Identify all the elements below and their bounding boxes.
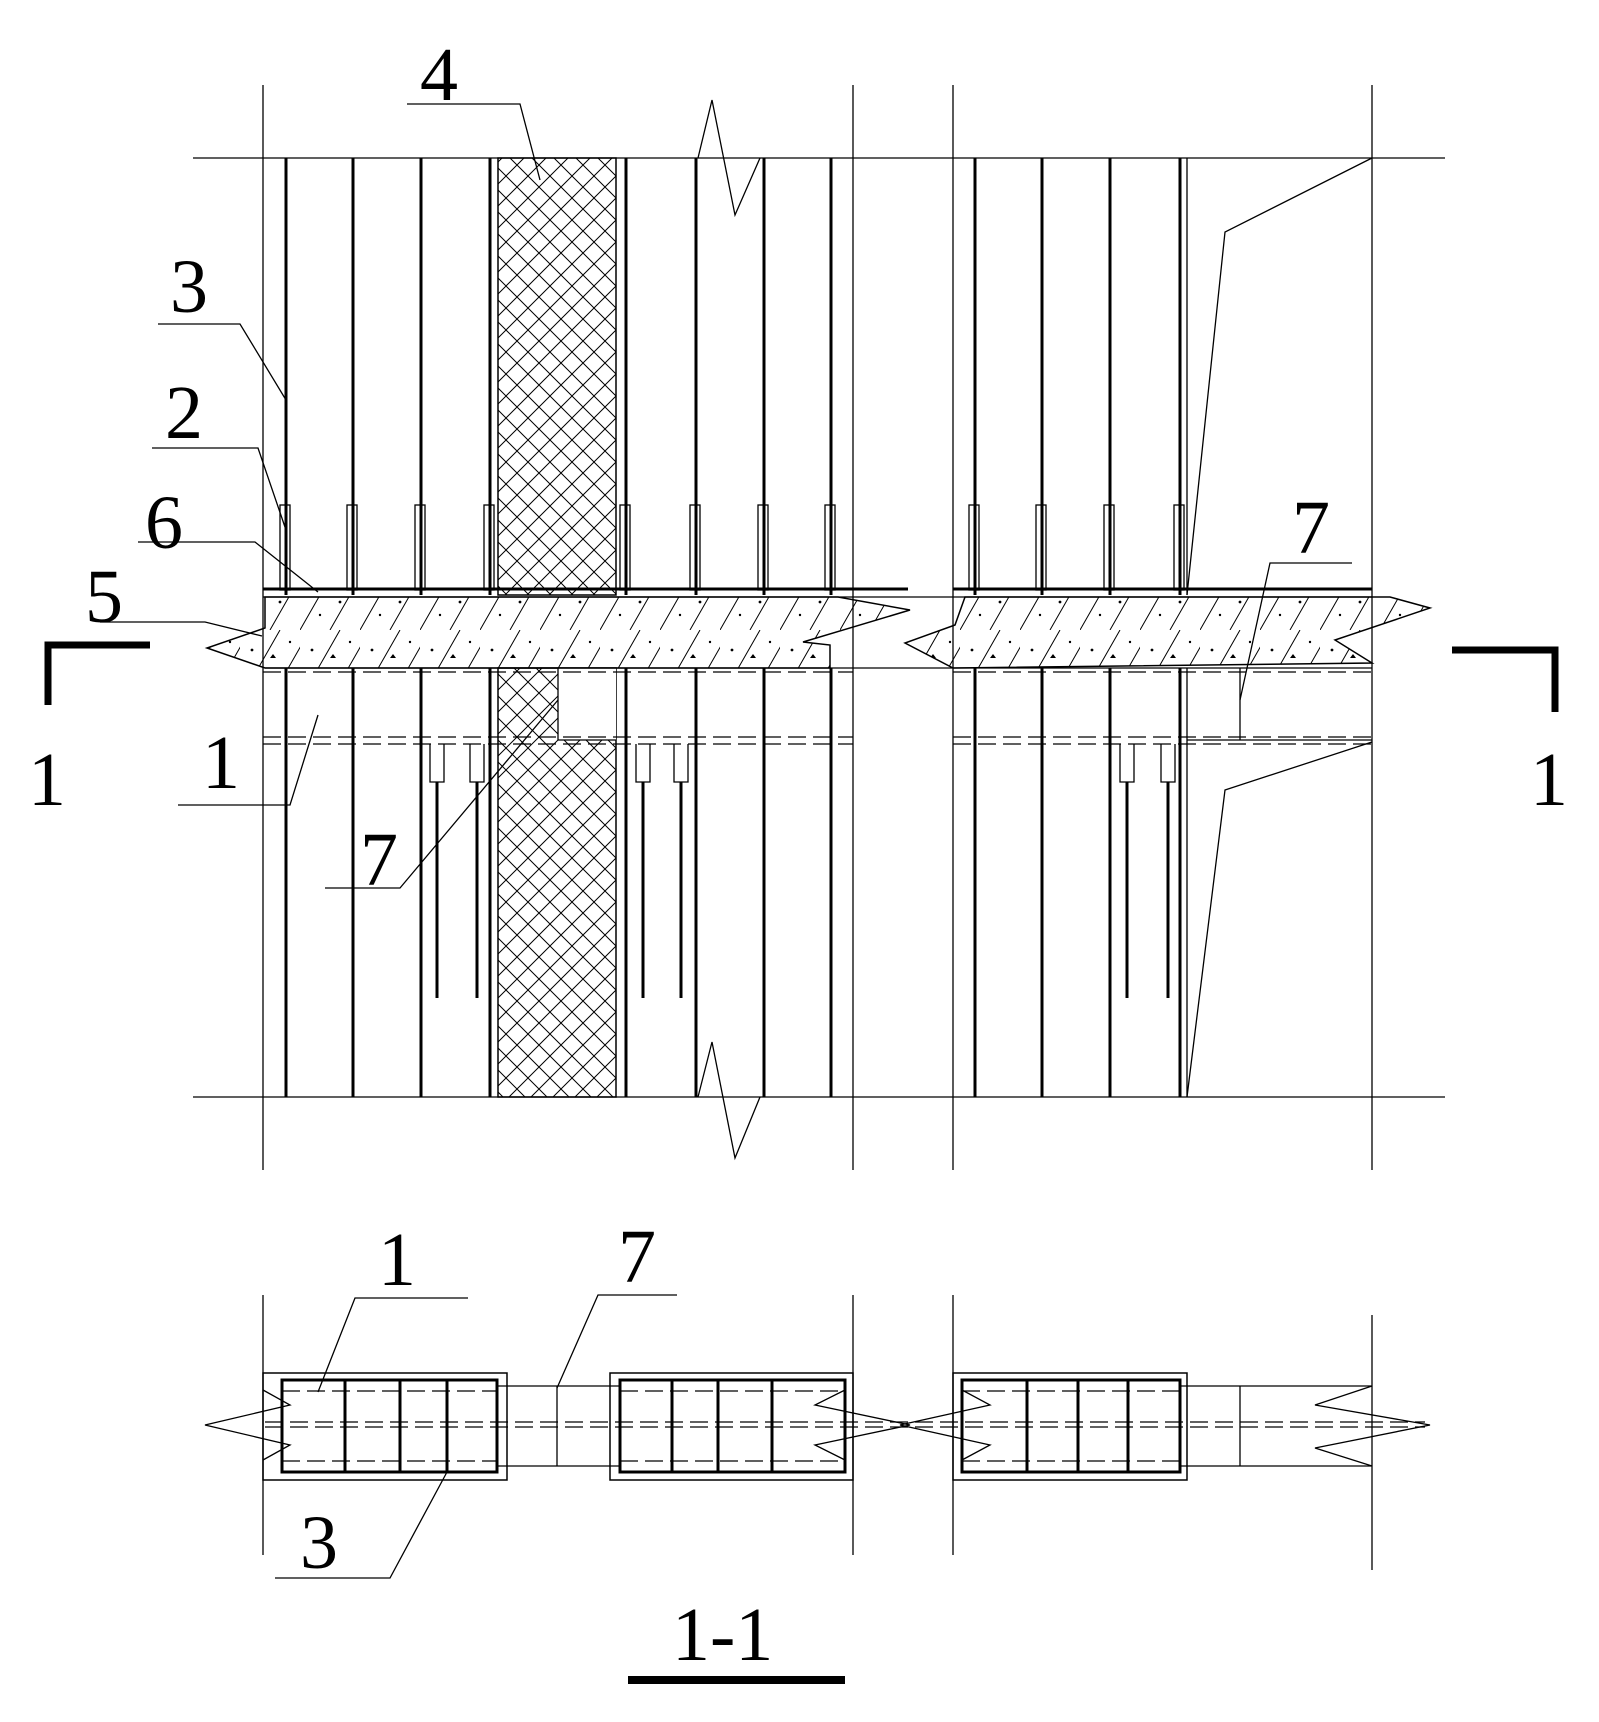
beam-dashed-lines [263, 671, 1372, 745]
elevation-labels: 4 3 2 6 5 1 7 7 [85, 33, 1330, 902]
section-marker-right: 1 [1452, 646, 1568, 822]
upper-studs [284, 158, 1188, 595]
concrete-slab [204, 596, 1433, 669]
section-break-lines [204, 1385, 1431, 1467]
section-label-7: 7 [618, 1215, 656, 1299]
anchor-brackets [279, 504, 1185, 591]
label-7: 7 [360, 818, 398, 902]
section-slab [265, 1385, 1425, 1467]
section-leader-lines [275, 1294, 677, 1579]
insulation-column [497, 157, 617, 1098]
elevation-view [193, 85, 1445, 1170]
leader-lines [100, 103, 1352, 889]
connectors [557, 668, 1241, 741]
section-label-3: 3 [300, 1501, 338, 1585]
section-marker-left-label: 1 [28, 738, 66, 822]
lower-studs [284, 668, 1188, 1097]
section-marker-left: 1 [28, 641, 150, 822]
label-7-right: 7 [1292, 486, 1330, 570]
section-label-1: 1 [378, 1218, 416, 1302]
section-title: 1-1 [672, 1593, 773, 1677]
lower-anchor-bars [429, 744, 1176, 998]
label-3: 3 [170, 245, 208, 329]
section-labels: 1 7 3 [300, 1215, 656, 1585]
label-4: 4 [420, 33, 458, 117]
label-2: 2 [165, 371, 203, 455]
section-marker-right-label: 1 [1530, 738, 1568, 822]
label-1: 1 [202, 721, 240, 805]
section-view [204, 1295, 1431, 1570]
break-lines [697, 99, 1373, 1161]
label-5: 5 [85, 555, 123, 639]
label-6: 6 [145, 481, 183, 565]
section-title-block: 1-1 [628, 1593, 845, 1684]
section-panels [262, 1372, 1188, 1481]
